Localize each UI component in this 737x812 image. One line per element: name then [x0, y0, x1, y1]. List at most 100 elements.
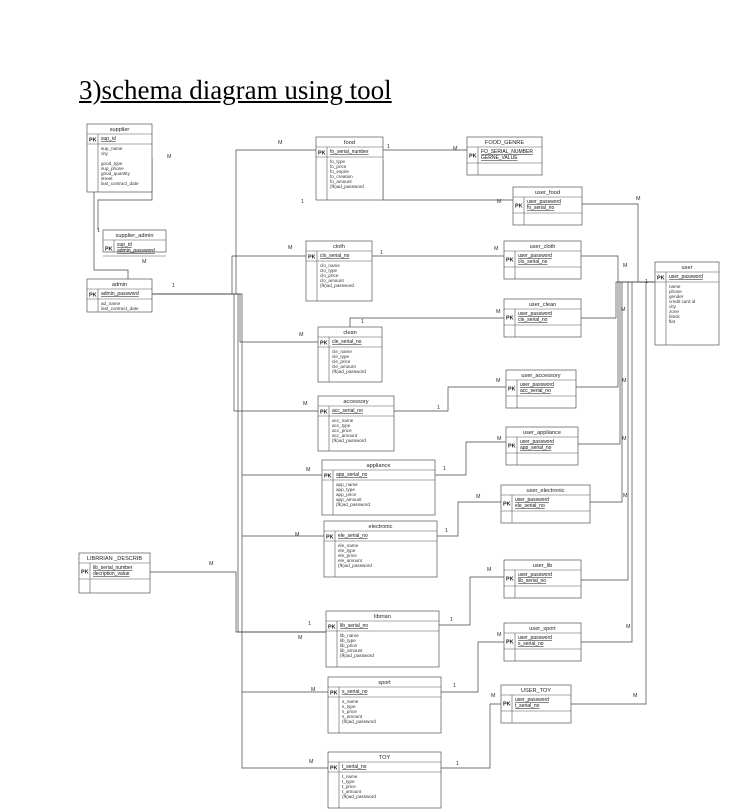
entity-box	[505, 369, 577, 409]
pk-label: PK	[105, 247, 113, 253]
entity-box	[512, 186, 583, 226]
key-attribute: sup_id	[117, 242, 132, 248]
attribute: (fk)ad_password	[332, 369, 366, 374]
attribute: credit card id	[669, 299, 696, 304]
entity-name: sport	[378, 680, 391, 686]
cardinality-label: 1	[301, 199, 304, 205]
cardinality-label: M	[497, 632, 502, 638]
pk-label: PK	[515, 204, 523, 210]
entity-box	[323, 520, 438, 578]
key-attribute: s_serial_no	[342, 689, 368, 695]
cardinality-label: 1	[97, 228, 100, 234]
entity-name: admin	[112, 282, 127, 288]
cardinality-label: 1	[456, 761, 459, 767]
pk-label: PK	[89, 138, 97, 144]
entity-name: accessory	[343, 399, 368, 405]
relationship-line	[152, 293, 328, 769]
entity-box	[466, 136, 543, 176]
page-title: 3)schema diagram using tool	[79, 75, 392, 105]
relationship-lines	[93, 149, 655, 769]
cardinality-label: M	[626, 624, 631, 630]
key-attribute: t_serial_no	[515, 703, 540, 709]
relationship-line	[581, 282, 633, 643]
attribute: block	[669, 314, 680, 319]
cardinality-label: 1	[443, 466, 446, 472]
key-attribute: user_password	[520, 382, 554, 388]
attribute: (fk)ad_password	[320, 283, 354, 288]
cardinality-label: M	[497, 199, 502, 205]
entity-name: supplier	[110, 127, 130, 133]
relationship-line	[578, 282, 621, 445]
attribute: s_type	[342, 704, 356, 709]
attribute: cle_type	[332, 354, 350, 359]
cardinality-label: M	[636, 196, 641, 202]
attribute: fo_price	[330, 164, 347, 169]
key-attribute: cle_serial_no	[518, 317, 548, 323]
cardinality-label: 1	[445, 528, 448, 534]
attribute: ele_price	[338, 553, 357, 558]
pk-label: PK	[318, 151, 326, 157]
entity-box	[321, 459, 436, 516]
attribute: good_type	[101, 161, 123, 166]
entity-name: electronic	[369, 524, 393, 530]
entity-box	[503, 298, 582, 338]
entity-name: TOY	[379, 755, 391, 761]
attribute: acc_name	[332, 418, 354, 423]
entity-user-appliance: user_appliancePKuser_passwordapp_serial_…	[505, 426, 579, 466]
key-attribute: clo_serial_no	[518, 259, 548, 265]
relationship-line	[152, 293, 318, 412]
key-attribute: user_password	[527, 199, 561, 205]
cardinality-label: M	[476, 494, 481, 500]
attribute: app_price	[336, 492, 357, 497]
relationship-line	[150, 571, 326, 633]
relationship-line	[437, 501, 501, 537]
relationship-line	[152, 293, 326, 633]
key-attribute: t_serial_no	[342, 764, 367, 770]
entity-box	[327, 751, 442, 809]
cardinality-label: M	[278, 140, 283, 146]
key-attribute: ele_serial_no	[515, 503, 545, 509]
attribute: s_name	[342, 699, 359, 704]
attribute: clo_price	[320, 273, 339, 278]
entity-name: food	[344, 140, 355, 146]
attribute: lib_name	[340, 633, 359, 638]
attribute: t_price	[342, 784, 356, 789]
entity-name: supplier_admin	[116, 233, 154, 239]
cardinality-label: 1	[172, 283, 175, 289]
attribute: good_quantity	[101, 171, 131, 176]
key-attribute: sup_id	[101, 136, 116, 142]
cardinality-label: M	[491, 693, 496, 699]
cardinality-label: 1	[387, 144, 390, 150]
pk-label: PK	[469, 154, 477, 160]
pk-label: PK	[508, 444, 516, 450]
key-attribute: lib_serial_number	[93, 565, 133, 571]
entity-box	[305, 240, 373, 302]
entity-box	[102, 229, 167, 253]
attribute: acc_type	[332, 423, 351, 428]
key-attribute: app_serial_no	[336, 472, 368, 478]
attribute: app_name	[336, 482, 358, 487]
entity-name: USER_TOY	[521, 688, 551, 694]
entity-name: user	[682, 265, 693, 271]
cardinality-label: 1	[437, 405, 440, 411]
entity-box	[503, 559, 582, 599]
cardinality-label: 1	[453, 683, 456, 689]
pk-label: PK	[503, 702, 511, 708]
entity-name: user_electronic	[527, 488, 565, 494]
attribute: acc_amount	[332, 433, 358, 438]
pk-label: PK	[503, 502, 511, 508]
